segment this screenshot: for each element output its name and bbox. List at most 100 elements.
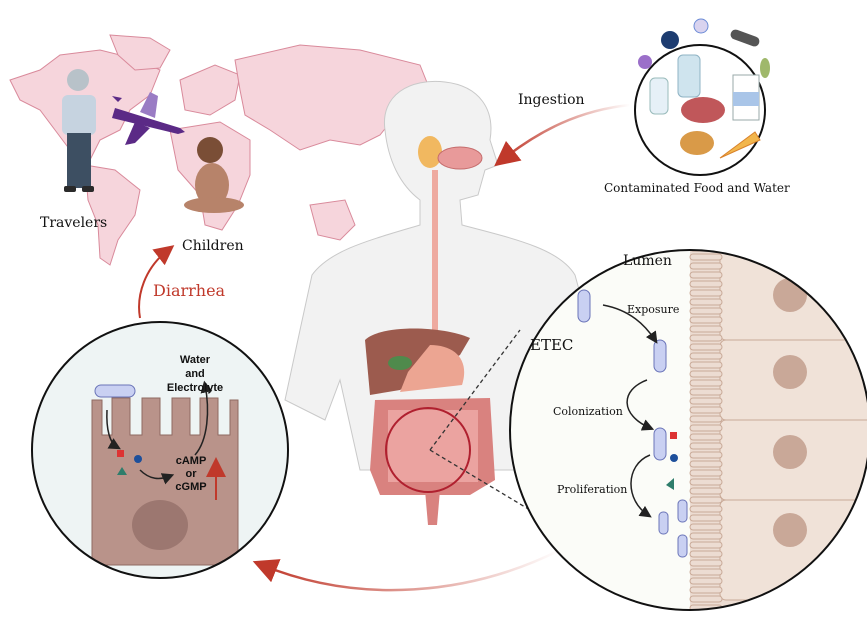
microvillus bbox=[689, 352, 723, 360]
diarrhea-arrow bbox=[138, 245, 175, 319]
steak-icon bbox=[681, 97, 725, 123]
microvillus bbox=[689, 505, 723, 513]
travelers-label: Travelers bbox=[40, 215, 108, 231]
zoom-line-top bbox=[429, 329, 521, 451]
microvillus bbox=[689, 415, 723, 423]
microvillus bbox=[689, 370, 723, 378]
toxin-pentagon bbox=[134, 455, 142, 463]
lumen-label: Lumen bbox=[623, 253, 672, 269]
water-line-3: Electrolyte bbox=[166, 382, 224, 394]
water-line-1: Water bbox=[179, 354, 211, 366]
microvillus bbox=[689, 406, 723, 414]
microvillus bbox=[689, 316, 723, 324]
microvillus bbox=[689, 478, 723, 486]
nucleus bbox=[132, 500, 188, 550]
baby-bottle-icon bbox=[649, 77, 669, 115]
stomach bbox=[400, 345, 465, 392]
child-figure bbox=[184, 137, 244, 213]
children-label: Children bbox=[182, 238, 244, 254]
asia bbox=[234, 44, 431, 151]
microvillus bbox=[689, 532, 723, 540]
microvillus bbox=[689, 433, 723, 441]
rod-bacterium-icon bbox=[730, 29, 760, 47]
rectum bbox=[425, 490, 440, 525]
receptors bbox=[666, 432, 678, 490]
microvillus bbox=[689, 577, 723, 585]
etec-bacterium bbox=[653, 339, 667, 373]
camp-line-2: or bbox=[185, 468, 197, 480]
microvillus bbox=[689, 559, 723, 567]
microvillus bbox=[689, 307, 723, 315]
airplane-icon bbox=[112, 92, 185, 145]
microvillus bbox=[689, 595, 723, 603]
microvillus bbox=[689, 397, 723, 405]
ingestion-label: Ingestion bbox=[518, 92, 585, 108]
exposure-label: Exposure bbox=[627, 303, 680, 316]
etec-bacterium bbox=[677, 534, 688, 558]
digestive-system bbox=[365, 136, 581, 541]
contaminated-food-label: Contaminated Food and Water bbox=[604, 181, 790, 195]
etec-bacterium bbox=[94, 384, 136, 398]
microvillus bbox=[689, 487, 723, 495]
secretion-arrow bbox=[194, 380, 213, 456]
europe bbox=[179, 64, 241, 116]
microvillus bbox=[689, 343, 723, 351]
zoom-line-bottom bbox=[429, 449, 581, 541]
toxin-square bbox=[117, 450, 124, 457]
australia bbox=[309, 199, 356, 241]
proliferation-arrow bbox=[630, 454, 652, 518]
microvillus bbox=[689, 280, 723, 288]
diarrhea-label: Diarrhea bbox=[153, 281, 226, 300]
microvillus bbox=[689, 271, 723, 279]
microvillus bbox=[689, 325, 723, 333]
colonization-label: Colonization bbox=[553, 405, 623, 418]
microvillus bbox=[689, 334, 723, 342]
microvillus bbox=[689, 586, 723, 594]
microvillus bbox=[689, 442, 723, 450]
microvillus bbox=[689, 253, 723, 261]
south-america bbox=[84, 164, 141, 266]
enterocyte-circle bbox=[31, 321, 289, 579]
greenland bbox=[109, 34, 171, 71]
etec-bacterium bbox=[653, 427, 667, 461]
contaminated-food-circle bbox=[634, 18, 770, 176]
proliferation-label: Proliferation bbox=[557, 483, 628, 496]
camp-cgmp-label: cAMP or cGMP bbox=[170, 455, 212, 494]
microvillus bbox=[689, 379, 723, 387]
esophagus bbox=[432, 170, 438, 330]
microvillus bbox=[689, 361, 723, 369]
microvillus bbox=[689, 424, 723, 432]
etec-bacterium bbox=[677, 499, 688, 523]
microvillus bbox=[689, 451, 723, 459]
water-bottle-icon bbox=[677, 54, 701, 98]
small-intestine-highlight bbox=[385, 407, 471, 493]
burger-icon bbox=[680, 131, 714, 155]
microvillus bbox=[689, 523, 723, 531]
camp-line-3: cGMP bbox=[175, 481, 207, 493]
microvillus bbox=[689, 541, 723, 549]
bacteria-cluster-icon bbox=[661, 31, 679, 49]
microvillus bbox=[689, 460, 723, 468]
etec-bacterium bbox=[577, 289, 591, 323]
camp-line-1: cAMP bbox=[175, 455, 207, 467]
coccus-icon bbox=[638, 55, 652, 69]
microvillus bbox=[689, 298, 723, 306]
etec-bacterium bbox=[658, 511, 669, 535]
signal-arrow bbox=[139, 469, 175, 485]
microvillus bbox=[689, 469, 723, 477]
pizza-icon bbox=[719, 131, 761, 159]
flagellated-bacterium-icon bbox=[760, 58, 770, 78]
return-arrow bbox=[252, 548, 561, 592]
etec-bacteria bbox=[577, 289, 688, 558]
microvillus bbox=[689, 550, 723, 558]
small-intestine bbox=[388, 410, 478, 482]
toxin-arrow bbox=[106, 409, 121, 450]
etec-label: ETEC bbox=[530, 336, 574, 354]
microvilli bbox=[689, 250, 723, 610]
traveler-figure bbox=[62, 69, 96, 192]
virus-icon bbox=[693, 18, 709, 34]
microvillus bbox=[689, 262, 723, 270]
gallbladder bbox=[388, 356, 412, 370]
